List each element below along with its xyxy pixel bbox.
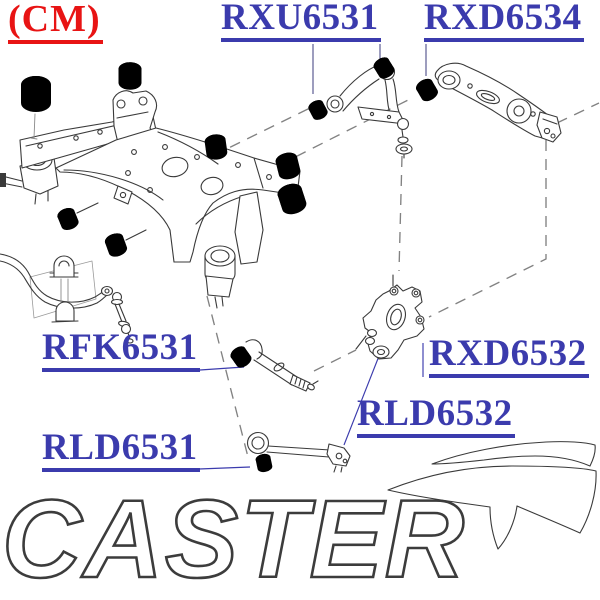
swoosh-blue-icon bbox=[387, 465, 597, 550]
lower-control-arm-drawing bbox=[413, 62, 562, 143]
upper-lateral-rod-drawing bbox=[228, 339, 319, 392]
watermark-logo: CASTER bbox=[1, 441, 597, 600]
cm-header-label: (CM) bbox=[8, 0, 103, 44]
lower-lateral-rod-drawing bbox=[246, 431, 351, 474]
knuckle-drawing bbox=[355, 274, 425, 360]
bushing-drawing bbox=[21, 62, 309, 259]
part-link-rxd6534[interactable]: RXD6534 bbox=[424, 0, 584, 42]
watermark-text: CASTER bbox=[2, 478, 466, 600]
part-link-rxu6531[interactable]: RXU6531 bbox=[221, 0, 381, 42]
stabilizer-bar-drawing bbox=[0, 253, 114, 323]
stabilizer-link-drawing bbox=[110, 291, 134, 344]
bushing-drawing bbox=[254, 452, 274, 474]
bushing-drawing bbox=[306, 97, 330, 123]
label-leader-lines bbox=[198, 44, 427, 470]
swoosh-red-icon bbox=[431, 441, 596, 467]
bushing-drawing bbox=[413, 76, 441, 104]
part-link-rxd6532[interactable]: RXD6532 bbox=[429, 335, 589, 378]
subframe-drawing bbox=[0, 62, 309, 319]
part-link-rld6532[interactable]: RLD6532 bbox=[357, 395, 515, 438]
part-link-rld6531[interactable]: RLD6531 bbox=[42, 429, 200, 472]
bushing-drawing bbox=[228, 343, 254, 371]
part-link-rfk6531[interactable]: RFK6531 bbox=[42, 329, 200, 372]
upper-control-arm-drawing bbox=[306, 54, 413, 159]
